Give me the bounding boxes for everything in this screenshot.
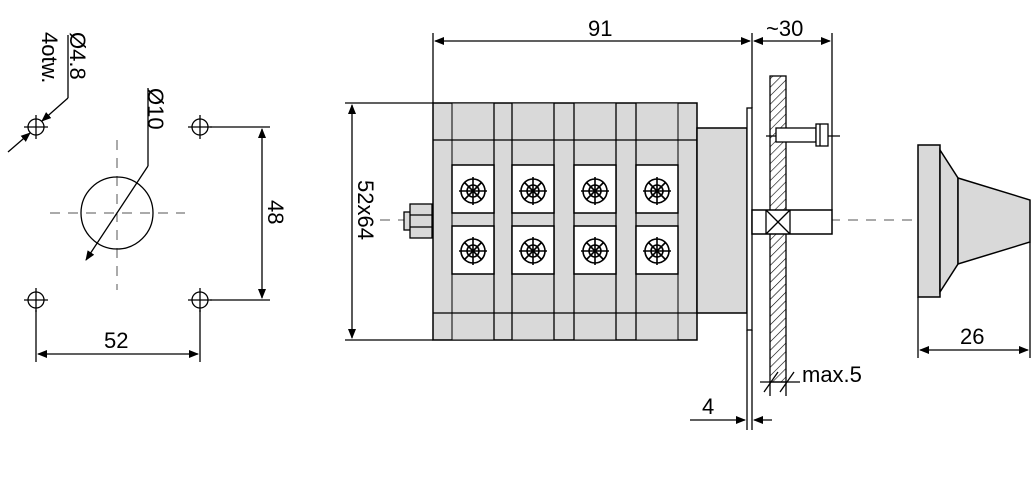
terminal-screws [459, 177, 671, 265]
knob-length-label: 26 [960, 324, 984, 349]
knob-grip [957, 176, 1031, 266]
face-size-label: 52x64 [353, 180, 378, 240]
hole-diameter-label: Ø4.8 [65, 32, 90, 80]
body-length-label: 91 [588, 16, 612, 41]
terminal-screw [581, 237, 609, 265]
small-hole-bottom-left [24, 288, 48, 312]
small-hole-bottom-right [188, 288, 212, 312]
terminal-screw [643, 177, 671, 205]
panel-screw [766, 123, 840, 147]
switch-side-view: 52x64 91 ~30 4 max.5 [345, 16, 1030, 430]
terminal-screw [459, 237, 487, 265]
dim-max5-tick-left [763, 371, 779, 393]
center-hole [80, 176, 154, 250]
rear-nut [403, 203, 433, 239]
shaft-length-label: ~30 [766, 16, 803, 41]
small-hole-leader-in [7, 132, 31, 153]
terminal-screw [581, 177, 609, 205]
terminal-screw [519, 177, 547, 205]
center-diameter-label: Ø10 [143, 88, 168, 130]
knob-base [917, 144, 941, 298]
small-hole-top-left [24, 115, 48, 139]
plate-thickness-label: 4 [702, 394, 714, 419]
front-bushing [696, 127, 748, 314]
center-hole-leader [85, 165, 149, 261]
small-hole-top-right [188, 115, 212, 139]
terminal-screw [459, 177, 487, 205]
terminal-screw [519, 237, 547, 265]
switch-shaft [751, 209, 833, 235]
knob-flange [939, 147, 959, 295]
vertical-spacing-label: 48 [263, 200, 288, 224]
hole-count-label: 4otw. [37, 32, 62, 83]
knob-view: 26 [917, 144, 1031, 358]
dim-max5-tick-right [779, 371, 795, 393]
horizontal-spacing-label: 52 [104, 328, 128, 353]
mounting-hole-pattern: Ø10 Ø4.8 4otw. 48 5 [7, 32, 288, 362]
switch-decks [433, 102, 697, 341]
small-hole-leader-out [41, 97, 69, 122]
panel-max-label: max.5 [802, 362, 862, 387]
terminal-screw [643, 237, 671, 265]
